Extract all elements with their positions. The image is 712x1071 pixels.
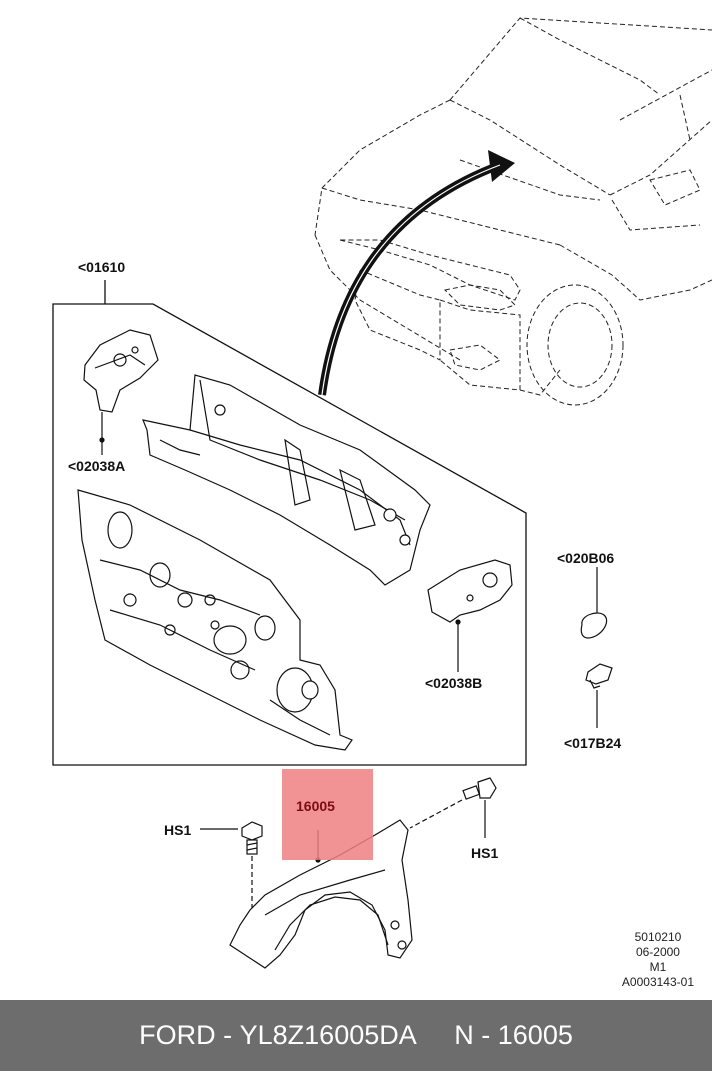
- meta-line: M1: [649, 960, 667, 974]
- plug-017b24: [585, 663, 613, 728]
- label-017b24: <017B24: [564, 735, 622, 751]
- label-hs1-left: HS1: [164, 822, 192, 838]
- meta-line: 5010210: [634, 930, 682, 944]
- bolt-hs1-right: [409, 777, 497, 838]
- bracket-02038b: [427, 559, 513, 672]
- cowl-top-panel: [142, 374, 431, 586]
- label-16005: 16005: [296, 798, 335, 814]
- footer-n-label: N: [454, 1020, 474, 1050]
- meta-line: A0003143-01: [621, 975, 694, 989]
- vehicle-outline: [314, 17, 712, 406]
- label-hs1-right: HS1: [471, 845, 499, 861]
- label-02038b: <02038B: [425, 675, 483, 691]
- footer-separator: -: [215, 1020, 240, 1050]
- part-number-footer: FORD - YL8Z16005DA N - 16005: [0, 1000, 712, 1071]
- drawing-metadata: 5010210 06-2000 M1 A0003143-01: [622, 930, 694, 990]
- footer-brand: FORD: [139, 1020, 216, 1050]
- footer-n-number: 16005: [497, 1020, 573, 1050]
- footer-separator: -: [473, 1020, 498, 1050]
- plug-020b06: [580, 567, 608, 639]
- bracket-02038a: [83, 329, 159, 455]
- footer-gap: [417, 1020, 455, 1051]
- bolt-hs1-left: [200, 821, 263, 918]
- meta-line: 06-2000: [635, 945, 680, 959]
- location-arrow: [318, 150, 515, 396]
- footer-part-number: YL8Z16005DA: [239, 1020, 417, 1050]
- highlight-box: [282, 769, 373, 860]
- label-01610: <01610: [78, 259, 126, 275]
- label-020b06: <020B06: [557, 550, 615, 566]
- dash-panel: [77, 489, 353, 751]
- label-02038a: <02038A: [68, 458, 126, 474]
